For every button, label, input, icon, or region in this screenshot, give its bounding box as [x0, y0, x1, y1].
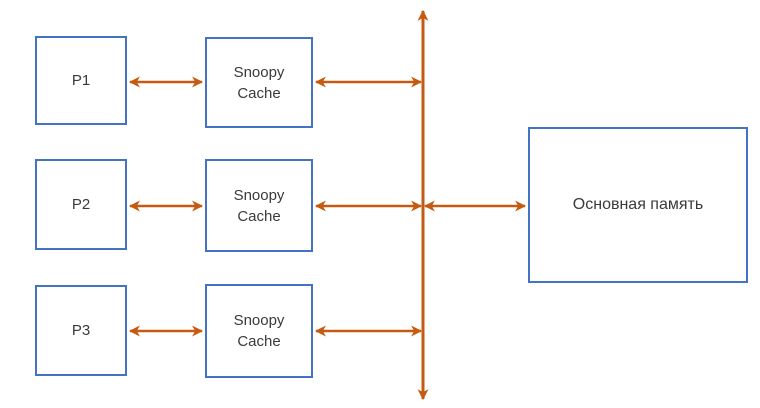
snoopy-cache-box-1: Snoopy Cache [205, 37, 313, 128]
processor-box-p1: P1 [35, 36, 127, 125]
processor-label: P2 [71, 196, 91, 213]
snoopy-cache-label: Snoopy Cache [233, 312, 285, 350]
processor-label: P1 [71, 72, 91, 89]
snoopy-cache-label: Snoopy Cache [233, 63, 285, 102]
processor-label: P3 [71, 322, 91, 339]
main-memory-box: Основная память [528, 127, 748, 283]
processor-box-p3: P3 [35, 285, 127, 376]
snoopy-cache-box-2: Snoopy Cache [205, 159, 313, 252]
snoopy-cache-label: Snoopy Cache [233, 186, 285, 225]
processor-box-p2: P2 [35, 159, 127, 250]
snoopy-cache-box-3: Snoopy Cache [205, 284, 313, 378]
main-memory-label: Основная память [572, 196, 704, 213]
